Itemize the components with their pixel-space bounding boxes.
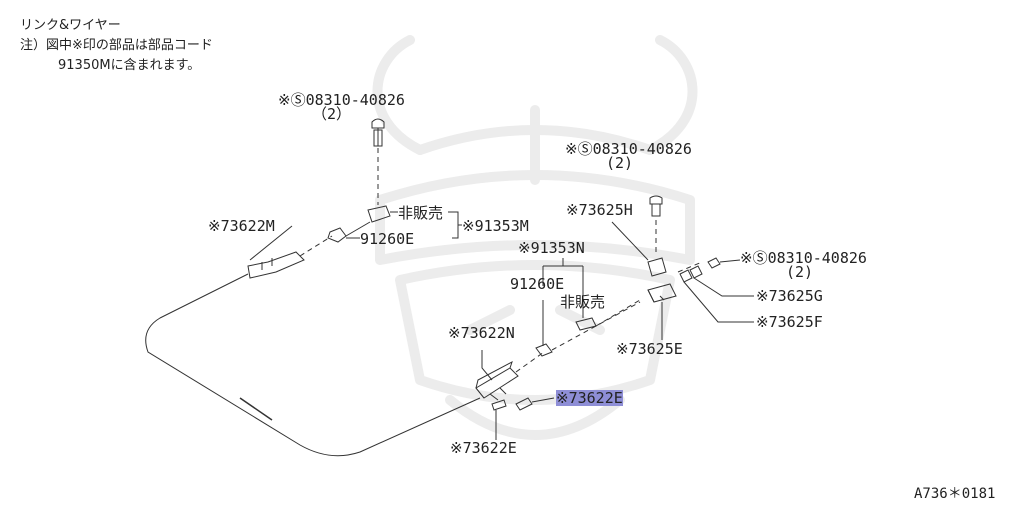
label-bolt-right-2[interactable]: ※Ⓢ08310-40826 [740,249,867,267]
label-73622n[interactable]: ※73622N [448,324,515,342]
label-bolt-top[interactable]: ※Ⓢ08310-40826 [278,91,405,109]
label-not-for-sale-2: 非販売 [560,293,606,311]
label-73625g[interactable]: ※73625G [756,287,823,305]
bracket-73622m [247,251,305,279]
header-line-3: 91350Mに含まれます。 [58,58,201,73]
label-bolt-right-1[interactable]: ※Ⓢ08310-40826 [565,140,692,158]
figure-code: A736＊0181 [914,486,996,502]
label-91260e-2[interactable]: 91260E [510,275,565,293]
header-line-1: リンク&ワイヤー [20,18,121,33]
label-73625f[interactable]: ※73625F [756,313,823,331]
label-73625h[interactable]: ※73625H [566,201,633,219]
label-73622e-selected[interactable]: ※73622E [556,389,623,407]
label-73622m[interactable]: ※73622M [208,217,275,235]
label-73622e-bottom[interactable]: ※73622E [450,439,517,457]
label-91260e-1[interactable]: 91260E [360,230,415,248]
label-bolt-top-qty: （2） [312,105,352,123]
label-bolt-right-2-qty: (2) [786,263,814,281]
label-not-for-sale-1: 非販売 [398,204,444,222]
label-73625e[interactable]: ※73625E [616,340,683,358]
bracket-73622n [475,367,519,399]
glass-panel-outline [145,273,481,457]
label-91353n[interactable]: ※91353N [518,239,585,257]
label-bolt-right-1-qty: (2) [606,154,634,172]
label-91353m[interactable]: ※91353M [462,217,529,235]
header-line-2: 注）図中※印の部品は部品コード [20,38,213,53]
